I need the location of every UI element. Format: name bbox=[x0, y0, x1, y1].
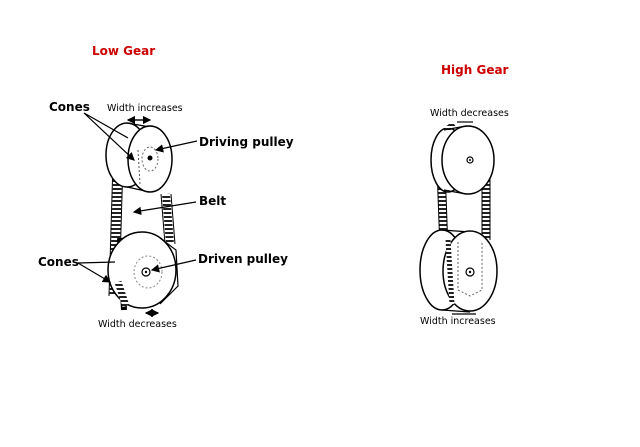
high-gear-title: High Gear bbox=[441, 63, 509, 77]
driving-pulley-leader bbox=[154, 140, 198, 153]
driven-pulley-leader bbox=[150, 259, 197, 273]
driven-pulley-label: Driven pulley bbox=[198, 252, 288, 266]
high-width-top-label: Width decreases bbox=[430, 108, 509, 119]
low-belt-right-strand bbox=[162, 193, 174, 245]
high-gear-assembly bbox=[419, 121, 498, 315]
driven-pulley bbox=[107, 231, 179, 311]
belt-leader bbox=[132, 201, 197, 215]
low-cones-top-label: Cones bbox=[49, 100, 90, 114]
high-driving-pulley bbox=[430, 121, 495, 195]
driving-pulley bbox=[105, 122, 173, 193]
low-width-bottom-label: Width decreases bbox=[98, 319, 177, 330]
high-driven-pulley bbox=[419, 229, 498, 313]
low-width-top-label: Width increases bbox=[107, 103, 183, 114]
low-gear-assembly bbox=[77, 112, 198, 318]
driving-pulley-label: Driving pulley bbox=[199, 135, 294, 149]
low-cones-bottom-label: Cones bbox=[38, 255, 79, 269]
belt-label: Belt bbox=[199, 194, 226, 208]
low-gear-title: Low Gear bbox=[92, 44, 155, 58]
cones-bottom-leader bbox=[77, 261, 115, 282]
high-width-bottom-label: Width increases bbox=[420, 316, 496, 327]
cones-top-leader bbox=[83, 112, 134, 160]
